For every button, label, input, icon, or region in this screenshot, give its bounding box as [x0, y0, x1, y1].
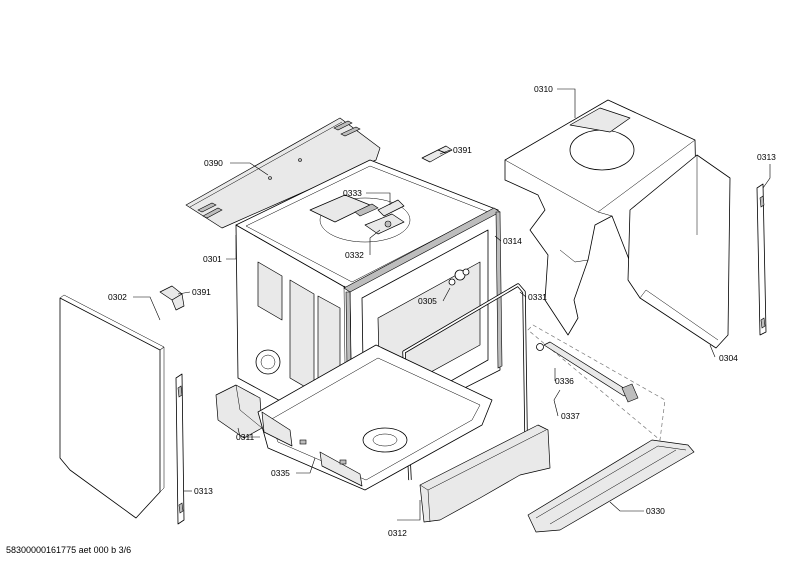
label-0301: 0301 — [203, 254, 222, 264]
label-0310: 0310 — [534, 84, 553, 94]
side-strip-0313-right — [756, 183, 767, 336]
insulation-block-0311 — [215, 384, 263, 439]
label-0391-top: 0391 — [453, 145, 472, 155]
label-0332: 0332 — [345, 250, 364, 260]
side-panel-0302 — [59, 294, 165, 519]
fittings-0305 — [448, 268, 470, 286]
front-insulation-0312 — [419, 424, 551, 523]
label-0337: 0337 — [561, 411, 580, 421]
side-insulation-0304 — [627, 154, 731, 349]
label-0391-left: 0391 — [192, 287, 211, 297]
label-0311: 0311 — [236, 432, 255, 442]
label-0390: 0390 — [204, 158, 223, 168]
bracket-0391-top — [421, 145, 453, 163]
label-0330: 0330 — [646, 506, 665, 516]
insulation-cover-0310 — [504, 99, 698, 336]
top-plate-0390 — [185, 117, 381, 229]
label-0331: 0331 — [528, 292, 547, 302]
base-0335 — [257, 344, 493, 491]
label-0305: 0305 — [418, 296, 437, 306]
label-0314: 0314 — [503, 236, 522, 246]
side-strip-0313-left — [175, 373, 185, 525]
label-0333: 0333 — [343, 188, 362, 198]
vent-module-0333 — [309, 194, 405, 223]
label-0302: 0302 — [108, 292, 127, 302]
label-0304: 0304 — [719, 353, 738, 363]
part-labels: 0310 0313 0390 0391 0333 0301 0332 0314 … — [108, 84, 776, 538]
label-0312: 0312 — [388, 528, 407, 538]
label-0313-left: 0313 — [194, 486, 213, 496]
document-id-footer: 58300000161775 aet 000 b 3/6 — [6, 545, 132, 555]
plinth-0330 — [527, 439, 695, 533]
label-0335: 0335 — [271, 468, 290, 478]
bracket-0391-left — [159, 285, 185, 311]
tub-0301 — [235, 159, 501, 446]
leader-lines — [133, 88, 771, 521]
rail-group-0337 — [527, 324, 666, 441]
label-0313-right: 0313 — [757, 152, 776, 162]
top-duct-0332 — [364, 213, 405, 235]
rail-0336 — [536, 341, 639, 403]
label-0336: 0336 — [555, 376, 574, 386]
